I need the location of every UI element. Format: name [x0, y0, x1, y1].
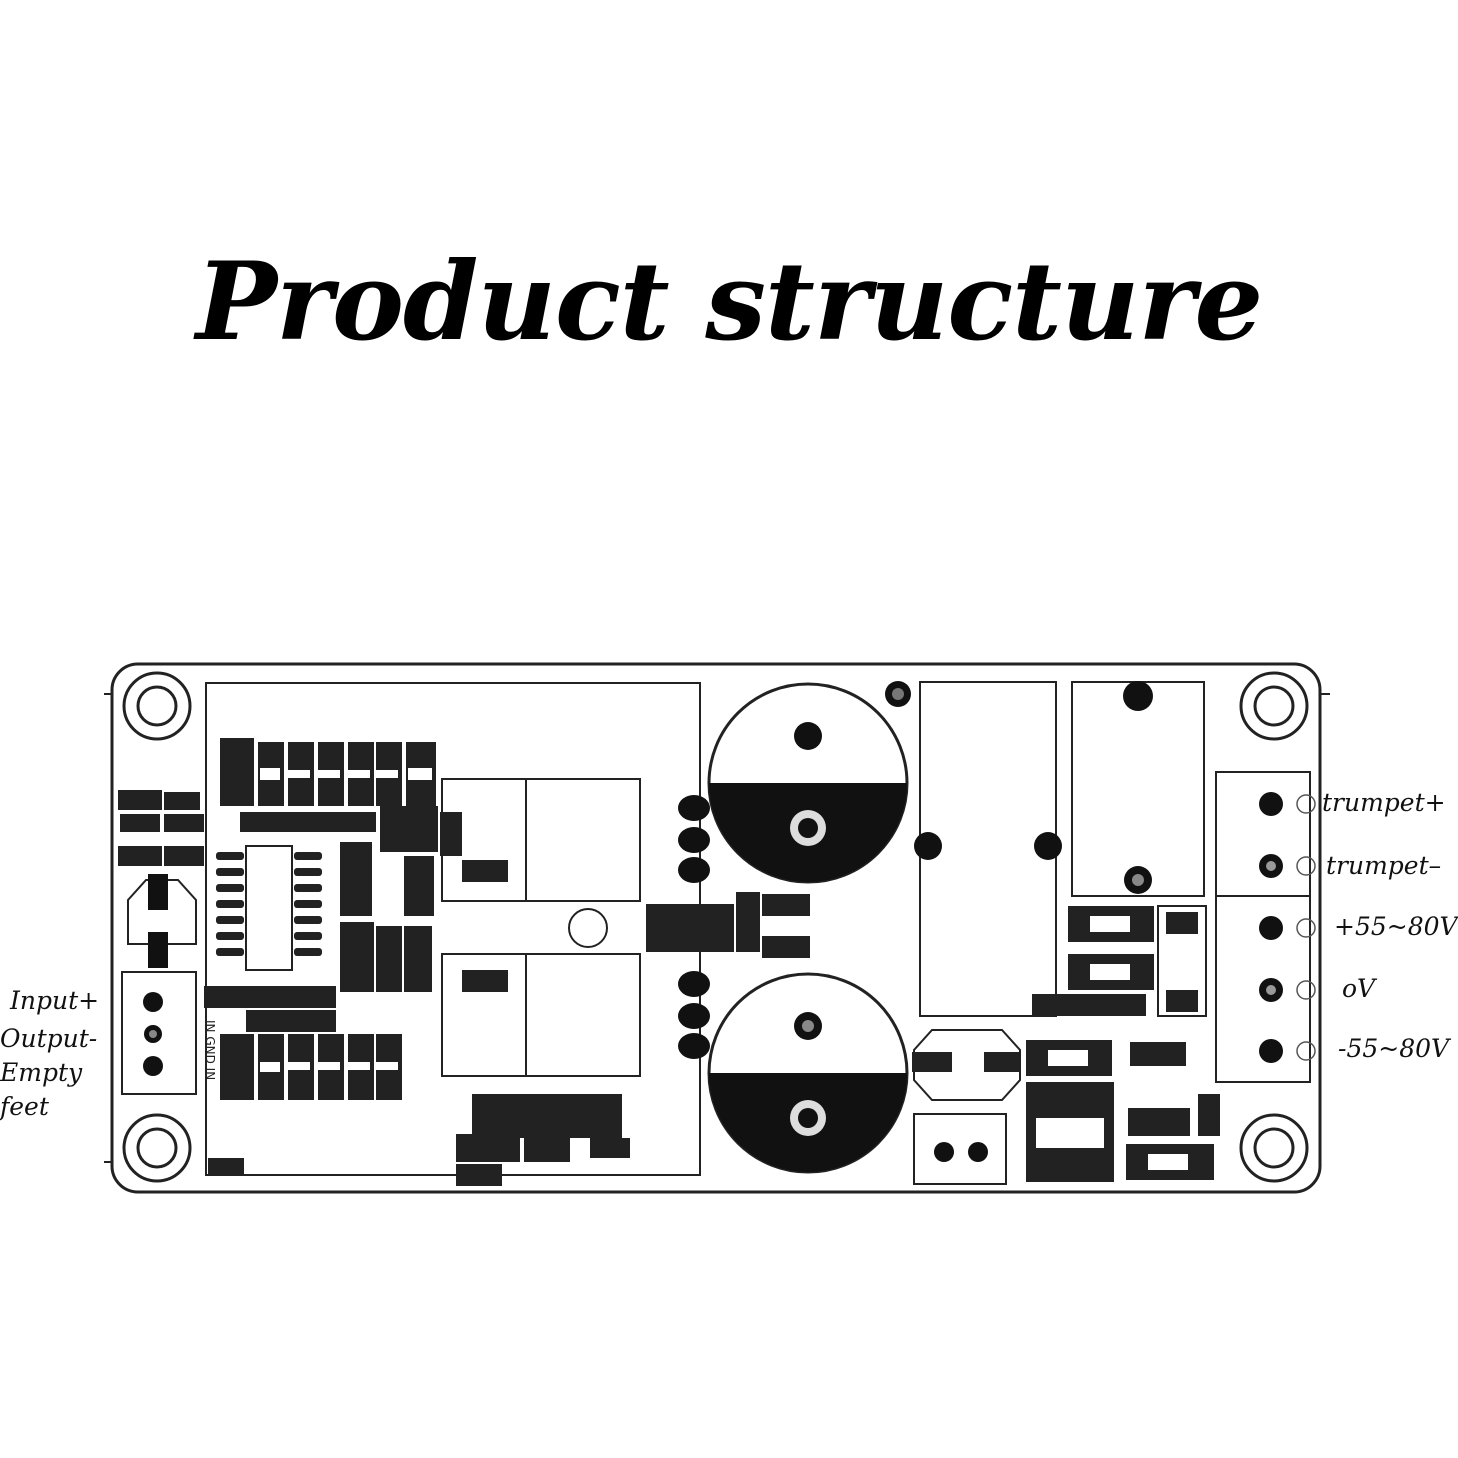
page-title: Product structure — [195, 239, 1263, 365]
smd-group-mid — [204, 842, 432, 1032]
output-terminal-block — [1215, 771, 1316, 1083]
label-output: Output- — [0, 1024, 98, 1053]
label-speaker-negative: trumpet– — [1326, 851, 1442, 880]
smd-group-bottom — [208, 1094, 630, 1186]
label-zero-voltage: oV — [1342, 974, 1376, 1003]
power-connector-small — [913, 1113, 1007, 1185]
label-speaker-positive: trumpet+ — [1322, 788, 1446, 817]
transistor-outline — [127, 874, 197, 968]
label-input: Input+ — [10, 986, 100, 1015]
label-positive-voltage: +55~80V — [1334, 912, 1458, 941]
label-empty: Empty — [0, 1058, 83, 1087]
mounting-hole-bottom-left — [122, 1113, 192, 1183]
capacitor-bottom — [707, 972, 909, 1174]
mounting-hole-bottom-right — [1239, 1113, 1309, 1183]
input-connector — [121, 971, 197, 1095]
diodes — [1026, 905, 1220, 1182]
capacitor-top — [707, 682, 909, 884]
smd-group-center — [646, 892, 810, 958]
silkscreen-text: IN GND IN — [203, 1020, 217, 1080]
label-feet: feet — [0, 1092, 49, 1121]
dip-ic — [216, 845, 322, 971]
mounting-hole-top-left — [122, 671, 192, 741]
label-negative-voltage: -55~80V — [1338, 1034, 1450, 1063]
mounting-hole-top-right — [1239, 671, 1309, 741]
vias — [678, 795, 710, 1059]
mosfet-pads — [441, 778, 641, 1077]
smd-group-left — [118, 790, 204, 866]
